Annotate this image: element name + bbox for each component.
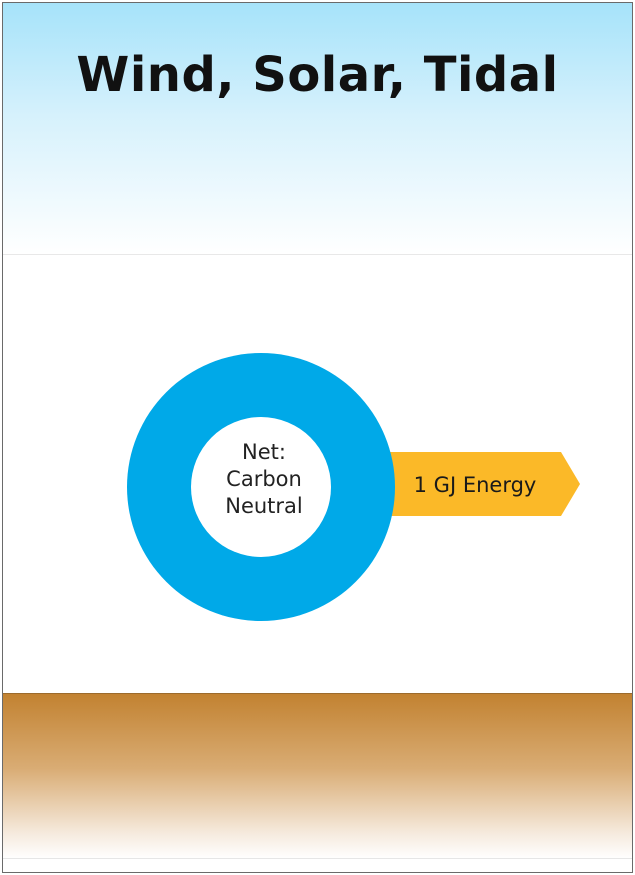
energy-output-arrow [387, 452, 580, 516]
ring-label-line-1: Net: [242, 440, 286, 464]
ground-divider [3, 858, 632, 859]
energy-diagram: 1 GJ Energy Net: Carbon Neutral [127, 353, 580, 621]
slide-title: Wind, Solar, Tidal [76, 47, 559, 103]
energy-output-label: 1 GJ Energy [414, 473, 537, 497]
sky-band [3, 3, 632, 254]
sky-divider [3, 254, 632, 255]
ring-center [191, 417, 331, 557]
ring-label-line-2: Carbon [226, 467, 302, 491]
ring-label-line-3: Neutral [225, 494, 303, 518]
ground-band [3, 693, 632, 859]
